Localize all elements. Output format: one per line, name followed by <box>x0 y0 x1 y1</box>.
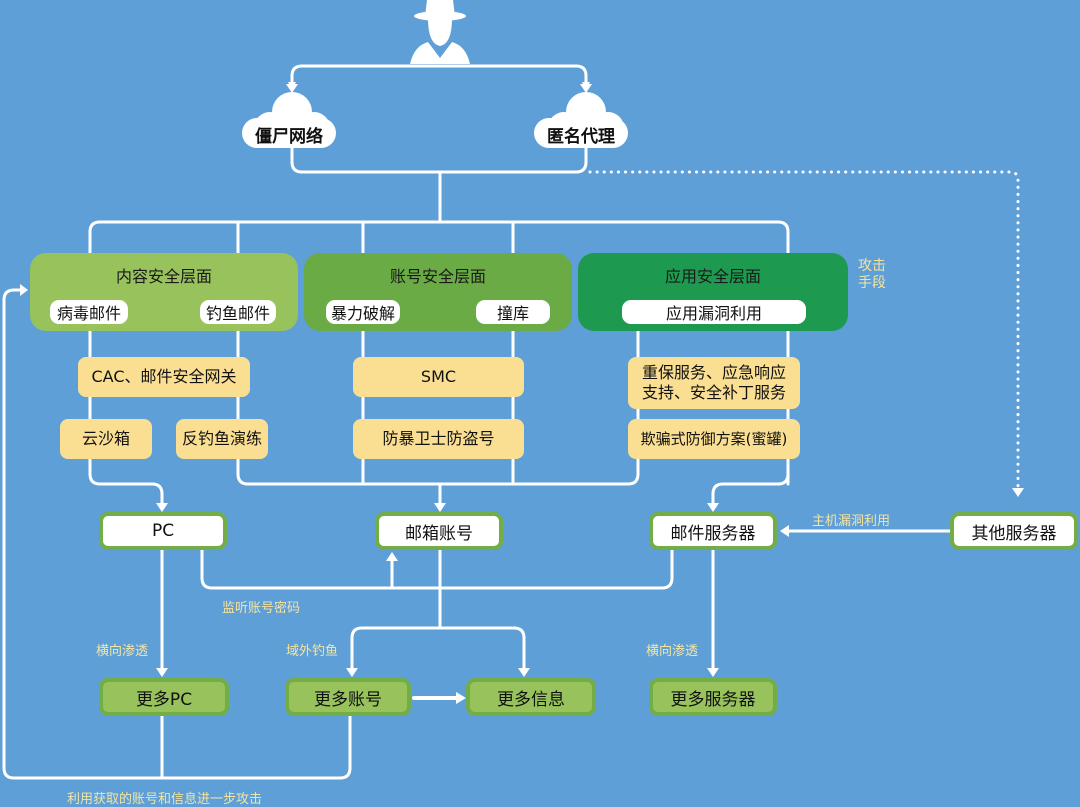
defense-support-services: 重保服务、应急响应 支持、安全补丁服务 <box>628 357 800 409</box>
edge-sniff <box>200 548 674 590</box>
outcome-more-info: 更多信息 <box>466 678 596 716</box>
target-mail-server: 邮件服务器 <box>649 512 777 550</box>
outcome-more-accounts: 更多账号 <box>285 678 411 716</box>
cloud-icon <box>242 92 628 148</box>
target-mailbox-account: 邮箱账号 <box>375 512 503 550</box>
label-host-exploit: 主机漏洞利用 <box>812 514 891 529</box>
defense-anti-theft: 防暴卫士防盗号 <box>353 419 524 459</box>
defense-honeypot: 欺骗式防御方案(蜜罐) <box>628 419 800 459</box>
label-further-attack: 利用获取的账号和信息进一步攻击 <box>67 792 263 807</box>
botnet-label: 僵尸网络 <box>255 127 323 147</box>
edge-attacker-proxy <box>438 64 590 90</box>
label-lateral-pc: 横向渗透 <box>96 644 149 659</box>
attack-credential-stuffing: 撞库 <box>476 300 550 324</box>
defense-cac-gateway: CAC、邮件安全网关 <box>78 357 250 397</box>
attack-phishing-mail: 钓鱼邮件 <box>200 300 276 324</box>
target-other-servers: 其他服务器 <box>950 512 1078 550</box>
layer-title: 账号安全层面 <box>389 267 486 286</box>
attack-virus-mail: 病毒邮件 <box>50 300 128 324</box>
attack-app-exploit: 应用漏洞利用 <box>622 300 806 324</box>
layer-title: 内容安全层面 <box>115 267 212 286</box>
layer-title: 应用安全层面 <box>664 267 761 286</box>
label-phishing-out: 域外钓鱼 <box>286 644 339 659</box>
outcome-more-pc: 更多PC <box>99 678 229 716</box>
hacker-icon <box>410 0 470 64</box>
edge-clouds-merge <box>290 146 588 174</box>
label-lateral-server: 横向渗透 <box>646 644 699 659</box>
edge-attacker-botnet <box>288 64 442 90</box>
defense-anti-phishing-drill: 反钓鱼演练 <box>176 419 268 459</box>
attack-means-label: 攻击 手段 <box>858 258 886 291</box>
defense-cloud-sandbox: 云沙箱 <box>60 419 152 459</box>
edge-bus <box>88 220 790 292</box>
outcome-more-servers: 更多服务器 <box>649 678 777 716</box>
edge-proxy-other <box>588 170 1020 492</box>
target-pc: PC <box>99 512 227 550</box>
defense-smc: SMC <box>353 357 524 397</box>
attack-brute-force: 暴力破解 <box>326 300 400 324</box>
proxy-label: 匿名代理 <box>547 127 615 147</box>
label-sniff: 监听账号密码 <box>222 601 301 616</box>
